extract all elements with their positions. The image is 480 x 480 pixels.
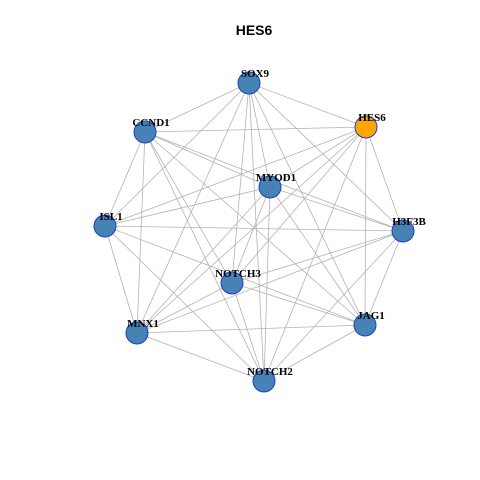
node-label-sox9: SOX9 — [241, 68, 270, 80]
node-label-notch3: NOTCH3 — [215, 268, 261, 280]
edge-h3f3b-notch3 — [231, 230, 404, 284]
edge-sox9-mnx1 — [136, 82, 250, 334]
edge-hes6-isl1 — [104, 126, 367, 227]
node-label-isl1: ISL1 — [99, 211, 122, 223]
edge-mnx1-jag1 — [136, 324, 366, 334]
diagram-title: HES6 — [236, 22, 273, 38]
edge-hes6-ccnd1 — [144, 126, 367, 133]
node-notch2 — [252, 369, 276, 393]
edge-sox9-jag1 — [248, 82, 366, 326]
node-label-hes6: HES6 — [358, 112, 386, 124]
edge-hes6-myod1 — [269, 126, 367, 188]
node-label-notch2: NOTCH2 — [247, 366, 293, 378]
node-label-myod1: MYOD1 — [256, 172, 296, 184]
edge-isl1-h3f3b — [104, 225, 404, 232]
edge-hes6-h3f3b — [365, 126, 404, 232]
edge-h3f3b-notch2 — [263, 230, 404, 382]
edge-layer — [104, 82, 404, 382]
edge-myod1-notch3 — [231, 186, 271, 284]
edge-notch3-jag1 — [231, 282, 366, 326]
node-label-ccnd1: CCND1 — [132, 117, 169, 129]
edge-hes6-notch2 — [263, 126, 367, 382]
edge-ccnd1-isl1 — [104, 131, 146, 227]
node-label-mnx1: MNX1 — [127, 318, 159, 330]
edge-notch3-notch2 — [231, 282, 265, 382]
node-myod1 — [258, 175, 282, 199]
node-sox9 — [237, 71, 261, 95]
node-ccnd1 — [133, 120, 157, 144]
node-label-jag1: JAG1 — [357, 310, 385, 322]
edge-notch3-mnx1 — [136, 282, 233, 334]
node-isl1 — [93, 214, 117, 238]
node-jag1 — [353, 313, 377, 337]
node-mnx1 — [125, 321, 149, 345]
edge-ccnd1-mnx1 — [136, 131, 146, 334]
edge-isl1-notch2 — [104, 225, 265, 382]
edge-sox9-notch2 — [248, 82, 265, 382]
edge-mnx1-notch2 — [136, 332, 265, 382]
edge-h3f3b-jag1 — [364, 230, 404, 326]
node-notch3 — [220, 271, 244, 295]
node-layer — [93, 71, 415, 393]
edge-hes6-jag1 — [364, 126, 367, 326]
edge-sox9-hes6 — [248, 82, 367, 128]
edge-sox9-h3f3b — [248, 82, 404, 232]
edge-myod1-h3f3b — [269, 186, 404, 232]
edge-myod1-mnx1 — [136, 186, 271, 334]
edge-jag1-notch2 — [263, 324, 366, 382]
edge-hes6-notch3 — [231, 126, 367, 284]
node-hes6 — [354, 115, 378, 139]
node-h3f3b — [391, 219, 415, 243]
edge-sox9-myod1 — [248, 82, 271, 188]
edge-h3f3b-mnx1 — [136, 230, 404, 334]
edge-myod1-jag1 — [269, 186, 366, 326]
edge-isl1-mnx1 — [104, 225, 138, 334]
edge-sox9-notch3 — [231, 82, 250, 284]
edge-myod1-notch2 — [263, 186, 271, 382]
edge-ccnd1-notch3 — [144, 131, 233, 284]
edge-sox9-isl1 — [104, 82, 250, 227]
edge-hes6-mnx1 — [136, 126, 367, 334]
node-label-h3f3b: H3F3B — [392, 216, 426, 228]
edge-myod1-isl1 — [104, 186, 271, 227]
edge-ccnd1-notch2 — [144, 131, 265, 382]
edge-sox9-ccnd1 — [144, 82, 250, 133]
edge-ccnd1-myod1 — [144, 131, 271, 188]
